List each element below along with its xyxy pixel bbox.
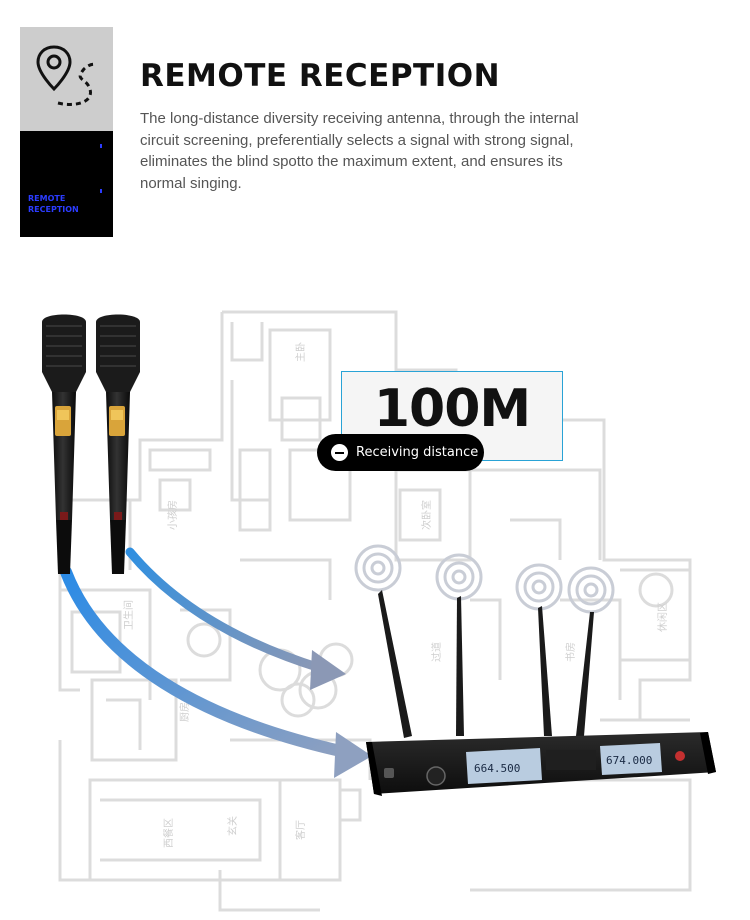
svg-text:书房: 书房 [564,642,577,662]
minus-circle-icon [331,444,348,461]
svg-text:休闲区: 休闲区 [656,602,669,632]
feature-title: REMOTE RECEPTION [140,58,501,94]
distance-label: Receiving distance [356,445,479,460]
signal-arrows [60,547,372,778]
map-pin-route-icon [36,45,98,106]
svg-text:厨房: 厨房 [178,702,191,722]
svg-text:卫生间: 卫生间 [122,600,135,630]
icon-card-top [20,27,113,131]
receiver-display-right: 674.000 [606,754,652,767]
signal-rings [354,544,615,614]
icon-card-label: REMOTE RECEPTION [28,194,79,214]
svg-text:客厅: 客厅 [294,820,307,840]
svg-text:玄关: 玄关 [226,816,239,836]
distance-value: 100M [373,379,531,439]
microphone-2 [96,314,140,574]
floor-plan-labels: 小孩房 次卧室 卫生间 过道 书房 休闲区 厨房 主卧 西餐区 玄关 客厅 [122,342,669,848]
product-scene: 小孩房 次卧室 卫生间 过道 书房 休闲区 厨房 主卧 西餐区 玄关 客厅 [42,310,716,912]
floor-plan [58,310,692,912]
svg-text:西餐区: 西餐区 [162,818,175,848]
feature-icon-card: REMOTE RECEPTION [20,27,113,237]
receiver-unit: 664.500 674.000 [366,590,716,796]
svg-text:过道: 过道 [430,642,443,662]
distance-label-pill: Receiving distance [317,434,484,471]
receiver-display-left: 664.500 [474,762,520,775]
feature-description: The long-distance diversity receiving an… [140,110,579,192]
svg-text:次卧室: 次卧室 [420,500,433,530]
microphone-1 [42,314,86,574]
svg-text:小孩房: 小孩房 [166,500,179,530]
svg-text:主卧: 主卧 [294,342,307,362]
